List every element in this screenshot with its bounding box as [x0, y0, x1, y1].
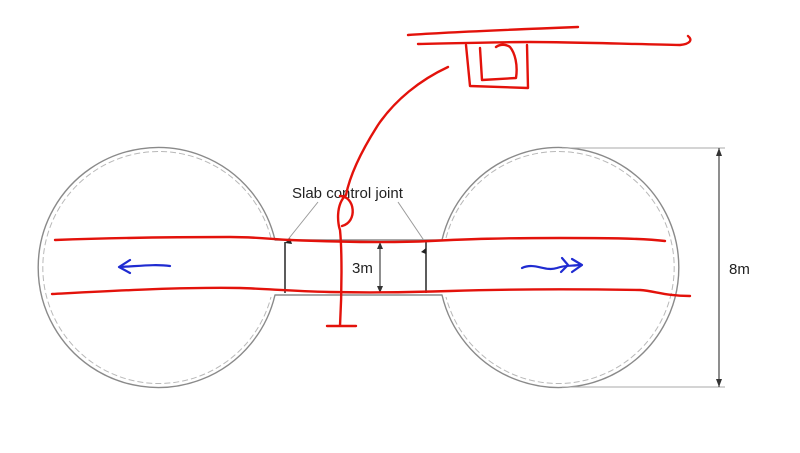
neck-width-dimension	[377, 242, 383, 293]
red-section-slab-line	[416, 34, 692, 47]
height-arrow-top	[716, 148, 722, 156]
leader-line-left	[285, 201, 319, 243]
overall-height-label: 8m	[729, 261, 750, 278]
neck-arrow-bottom	[377, 286, 383, 293]
blue-left-arrow-icon	[117, 258, 172, 275]
blue-flow-arrows	[117, 256, 584, 275]
neck-width-label: 3m	[352, 260, 373, 277]
plan-outline	[37, 146, 680, 389]
blue-right-arrow-icon	[520, 256, 584, 274]
slab-control-joint-label: Slab control joint	[292, 185, 404, 202]
red-path-top-edge	[53, 235, 667, 244]
inner-outline-right	[445, 151, 675, 384]
red-path-bottom-edge	[50, 286, 692, 298]
leader-line-right	[397, 201, 426, 243]
red-leader-curve	[325, 65, 450, 328]
red-section-inner-profile	[478, 43, 518, 82]
leader-lines	[285, 201, 426, 243]
overall-height-dimension	[562, 147, 725, 388]
inner-outline	[42, 151, 272, 384]
outer-outline	[37, 146, 680, 389]
red-section-outer-profile	[464, 43, 530, 90]
neck-arrow-top	[377, 242, 383, 249]
height-arrow-bottom	[716, 379, 722, 387]
red-markup	[50, 25, 692, 328]
red-section-top-line	[406, 25, 580, 37]
joint-marker-right	[421, 248, 426, 254]
red-connector-loop	[338, 194, 354, 228]
